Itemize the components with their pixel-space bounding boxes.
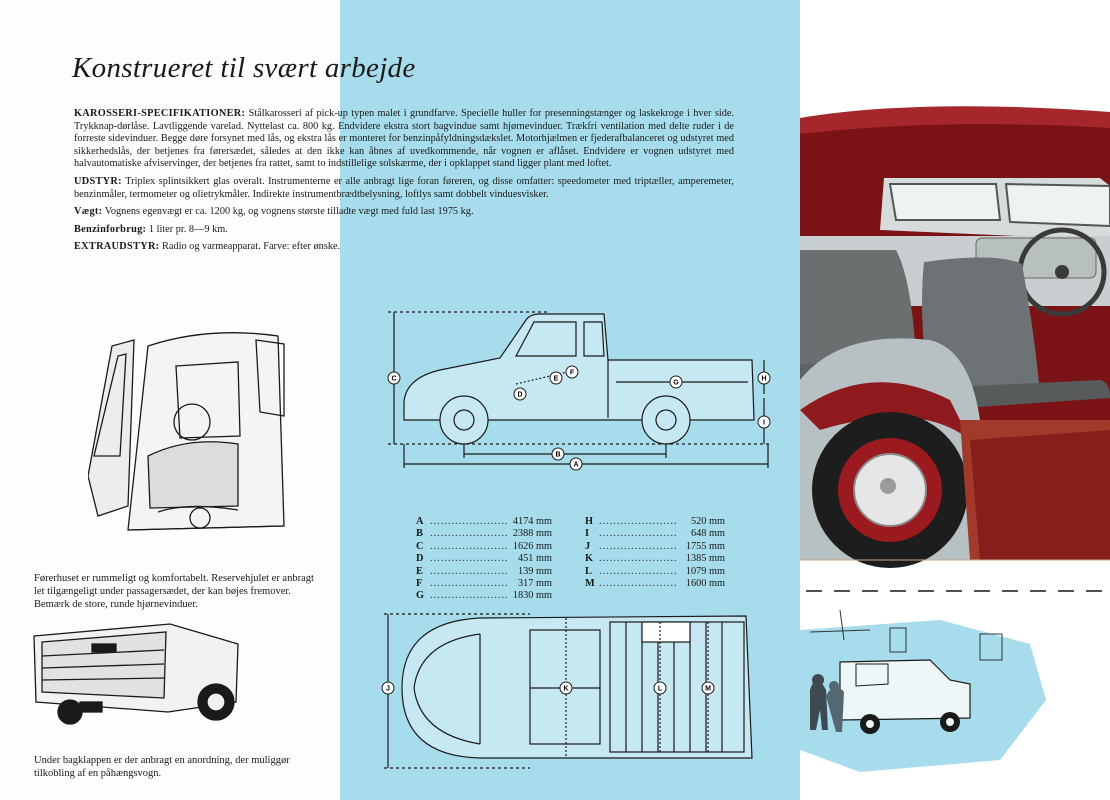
spec-udstyr-text: Triplex splintsikkert glas overalt. Inst…	[74, 175, 734, 200]
cab-drawing	[88, 332, 285, 531]
tailgate-drawing	[33, 623, 239, 725]
dimension-dots: ......................	[430, 590, 509, 602]
dimension-dots: ......................	[430, 516, 509, 527]
top-view-diagram: J K L M	[381, 613, 753, 769]
cab-interior-illustration	[800, 0, 1110, 590]
dimension-value: 1830 mm	[512, 590, 552, 602]
dimension-table-left: A......................4174 mm B........…	[416, 516, 552, 603]
dimension-key: G	[416, 590, 425, 602]
dimension-row: I...................... 648 mm	[585, 528, 725, 540]
marker-j: J	[386, 686, 390, 693]
dimension-key: L	[585, 565, 592, 577]
spec-karosseri-text: Stålkarosseri af pick-up typen malet i g…	[74, 108, 734, 170]
dimension-key: A	[416, 516, 424, 527]
specifications-block: KAROSSERI-SPECIFIKATIONER: Stålkarosseri…	[74, 108, 734, 259]
spec-vaegt-text: Vognens egenvægt er ca. 1200 kg, og vogn…	[104, 206, 474, 218]
dimension-value: 520 mm	[690, 516, 725, 527]
dimension-value: 1600 mm	[685, 578, 725, 590]
dimension-dots: ......................	[599, 578, 678, 590]
dimension-dots: ......................	[599, 565, 678, 577]
dimension-row: K...................... 1385 mm	[585, 553, 725, 565]
dimension-dots: ......................	[430, 528, 509, 540]
spec-udstyr-label: UDSTYR:	[74, 175, 122, 187]
dimension-key: B	[416, 528, 423, 540]
marker-h: H	[761, 376, 766, 383]
marker-i: I	[763, 420, 765, 427]
dimension-dots: ......................	[599, 516, 678, 527]
marker-k: K	[563, 686, 568, 693]
spec-karosseri-label: KAROSSERI-SPECIFIKATIONER:	[74, 108, 246, 119]
dashed-divider	[806, 590, 1110, 592]
dimension-dots: ......................	[599, 553, 678, 565]
marker-e: E	[554, 376, 559, 383]
spec-udstyr: UDSTYR: Triplex splintsikkert glas overa…	[74, 176, 734, 201]
dimension-value: 1079 mm	[685, 565, 725, 577]
spec-extra-text: Radio og varmeapparat. Farve: efter ønsk…	[162, 241, 341, 253]
marker-l: L	[658, 686, 663, 693]
dimension-value: 1626 mm	[512, 540, 552, 552]
dimension-dots: ......................	[599, 540, 678, 552]
dimension-value: 317 mm	[517, 578, 552, 590]
marker-m: M	[705, 686, 711, 693]
cab-caption: Førerhuset er rummeligt og komfortabelt.…	[34, 573, 314, 610]
page-title: Konstrueret til svært arbejde	[72, 52, 416, 84]
dimension-key: H	[585, 516, 594, 527]
dimension-table-right: H...................... 520 mm I.........…	[585, 516, 725, 590]
dimension-row: A......................4174 mm	[416, 516, 552, 528]
marker-g: G	[673, 380, 679, 387]
dimension-value: 648 mm	[690, 528, 725, 540]
dimension-key: J	[585, 540, 591, 552]
dimension-value: 1385 mm	[685, 553, 725, 565]
dimension-dots: ......................	[430, 578, 509, 590]
marker-b: B	[555, 452, 560, 459]
dimension-value: 4174 mm	[512, 516, 552, 527]
dimension-row: C......................1626 mm	[416, 541, 552, 553]
dimension-key: M	[585, 578, 595, 590]
marker-d: D	[517, 392, 522, 399]
dimension-key: F	[416, 578, 423, 590]
dimension-key: I	[585, 528, 590, 540]
spec-extra: EXTRAUDSTYR: Radio og varmeapparat. Farv…	[74, 241, 734, 254]
dimension-row: B......................2388 mm	[416, 528, 552, 540]
dimension-value: 139 mm	[517, 565, 552, 577]
tailgate-caption: Under bagklappen er der anbragt en anord…	[34, 755, 290, 779]
spec-benzin: Benzinforbrug: 1 liter pr. 8—9 km.	[74, 224, 734, 237]
dimension-row: L...................... 1079 mm	[585, 566, 725, 578]
dimension-row: J...................... 1755 mm	[585, 541, 725, 553]
dimension-dots: ......................	[430, 540, 509, 552]
dimension-key: D	[416, 553, 424, 565]
dimension-key: K	[585, 553, 594, 565]
dimension-row: F...................... 317 mm	[416, 578, 552, 590]
dimension-dots: ......................	[599, 528, 678, 540]
marker-f: F	[570, 370, 575, 377]
van-loading-illustration	[800, 609, 1046, 772]
spec-vaegt: Vægt: Vognens egenvægt er ca. 1200 kg, o…	[74, 206, 734, 219]
dimension-row: D...................... 451 mm	[416, 553, 552, 565]
side-view-diagram: C D E F G H I B A	[387, 311, 771, 471]
dimension-row: E...................... 139 mm	[416, 566, 552, 578]
spec-karosseri: KAROSSERI-SPECIFIKATIONER: Stålkarosseri…	[74, 108, 734, 171]
right-panel	[800, 0, 1110, 800]
dimension-row: M...................... 1600 mm	[585, 578, 725, 590]
dimension-row: G......................1830 mm	[416, 590, 552, 602]
dimension-row: H...................... 520 mm	[585, 516, 725, 528]
dimension-value: 1755 mm	[685, 540, 725, 552]
marker-a: A	[573, 462, 578, 469]
dimension-key: C	[416, 540, 424, 552]
dimension-value: 2388 mm	[512, 528, 552, 540]
dimension-value: 451 mm	[517, 553, 552, 565]
spec-extra-label: EXTRAUDSTYR:	[74, 241, 160, 253]
spec-benzin-label: Benzinforbrug:	[74, 223, 147, 235]
spec-benzin-text: 1 liter pr. 8—9 km.	[148, 223, 228, 235]
dimension-key: E	[416, 565, 423, 577]
dimension-dots: ......................	[430, 565, 509, 577]
dimension-dots: ......................	[430, 553, 509, 565]
marker-c: C	[391, 376, 396, 383]
spec-vaegt-label: Vægt:	[74, 206, 103, 218]
